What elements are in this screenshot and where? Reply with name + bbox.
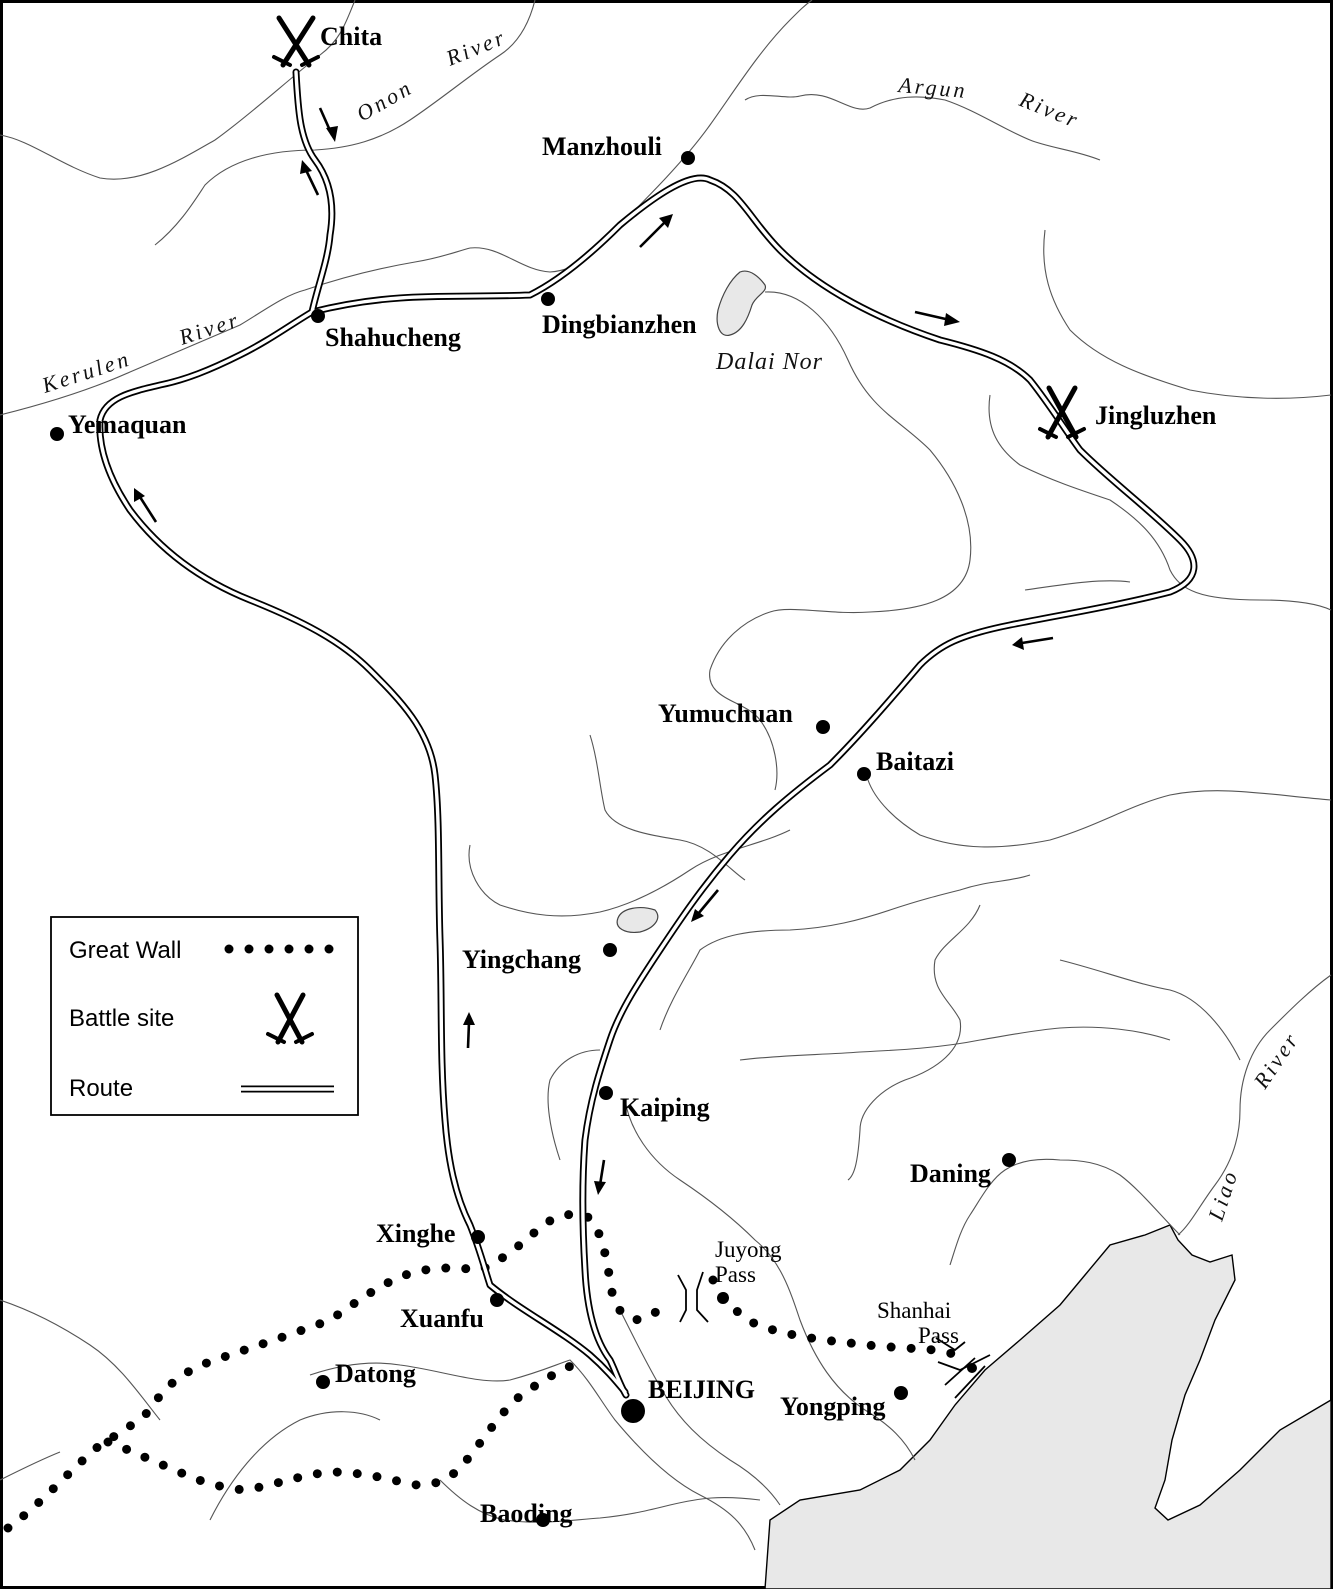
label-beijing: BEIJING xyxy=(648,1375,755,1404)
label-yemaquan: Yemaquan xyxy=(68,410,187,439)
dot-marker-icon xyxy=(603,943,617,957)
arrow-icon xyxy=(134,488,158,523)
sea-bohai xyxy=(764,1224,1332,1589)
label-jingluzhen: Jingluzhen xyxy=(1095,401,1217,430)
dot-marker-icon xyxy=(894,1386,908,1400)
label-yingchang: Yingchang xyxy=(462,945,581,974)
label-chita: Chita xyxy=(320,22,382,51)
route-segment-inner xyxy=(310,176,1196,1397)
dot-marker-icon xyxy=(599,1086,613,1100)
label-xinghe: Xinghe xyxy=(376,1219,455,1248)
arrow-icon xyxy=(463,1012,475,1049)
label-shanhai-pass-line2: Pass xyxy=(918,1323,959,1348)
arrow-icon xyxy=(300,160,320,196)
lake-small xyxy=(616,907,659,933)
label-daning: Daning xyxy=(910,1159,991,1188)
dot-marker-icon xyxy=(816,720,830,734)
dot-marker-icon xyxy=(681,151,695,165)
crossed-swords-icon xyxy=(272,15,320,68)
dot-marker-icon xyxy=(471,1230,485,1244)
campaign-route xyxy=(96,68,1198,1399)
label-argun: Argun xyxy=(896,72,969,103)
dot-marker-icon xyxy=(1002,1153,1016,1167)
label-yumuchuan: Yumuchuan xyxy=(658,699,793,728)
juyong-pass-symbol xyxy=(677,1271,709,1323)
crossed-swords-icon xyxy=(266,992,314,1045)
label-juyong-pass-line2: Pass xyxy=(715,1262,756,1287)
label-shanhai-pass-line1: Shanhai xyxy=(877,1298,951,1323)
arrow-icon xyxy=(318,107,338,142)
dot-marker-icon xyxy=(857,767,871,781)
river-lines xyxy=(0,0,1332,1551)
dot-marker-icon xyxy=(50,427,64,441)
route-segment-inner xyxy=(98,310,627,1394)
arrow-icon xyxy=(914,310,960,326)
legend: Great Wall Battle site Route xyxy=(50,916,359,1116)
pass-labels: Juyong Pass Shanhai Pass xyxy=(715,1237,959,1348)
dot-marker-icon xyxy=(311,309,325,323)
arrow-icon xyxy=(1012,636,1054,650)
dot-marker-icon xyxy=(541,292,555,306)
label-juyong-pass-line1: Juyong xyxy=(715,1237,782,1262)
dot-marker-icon xyxy=(316,1375,330,1389)
city-labels: Chita Manzhouli Shahucheng Dingbianzhen … xyxy=(68,22,1217,1528)
label-shahucheng: Shahucheng xyxy=(325,323,461,352)
label-manzhouli: Manzhouli xyxy=(542,132,662,161)
crossed-swords-icon xyxy=(1038,385,1086,440)
legend-route-label: Route xyxy=(69,1075,133,1102)
legend-great-wall-symbol xyxy=(224,944,334,954)
arrow-icon xyxy=(594,1159,606,1195)
shanhai-pass-symbol xyxy=(935,1337,991,1399)
lake-dalai-nor xyxy=(716,270,767,336)
label-dingbianzhen: Dingbianzhen xyxy=(542,310,697,339)
label-baitazi: Baitazi xyxy=(876,747,954,776)
battle-site-jingluzhen xyxy=(1038,385,1086,440)
legend-great-wall-label: Great Wall xyxy=(69,937,181,964)
dot-marker-icon xyxy=(621,1399,645,1423)
label-datong: Datong xyxy=(335,1359,416,1388)
arrow-icon xyxy=(639,214,673,248)
label-baoding: Baoding xyxy=(480,1499,573,1528)
great-wall xyxy=(3,1209,973,1533)
legend-battle-site-label: Battle site xyxy=(69,1005,174,1032)
dot-marker-icon xyxy=(717,1292,729,1304)
dot-marker-icon xyxy=(967,1363,977,1373)
battle-site-chita xyxy=(272,15,320,68)
route-segment-inner xyxy=(294,70,334,314)
city-markers xyxy=(50,151,1016,1527)
route-direction-arrows xyxy=(134,107,1054,1195)
label-yongping: Yongping xyxy=(780,1392,886,1421)
label-xuanfu: Xuanfu xyxy=(400,1304,484,1333)
label-kaiping: Kaiping xyxy=(620,1093,710,1122)
dot-marker-icon xyxy=(490,1293,504,1307)
dot-marker-icon xyxy=(536,1513,550,1527)
label-dalai-nor: Dalai Nor xyxy=(715,349,823,375)
arrow-icon xyxy=(691,889,719,922)
